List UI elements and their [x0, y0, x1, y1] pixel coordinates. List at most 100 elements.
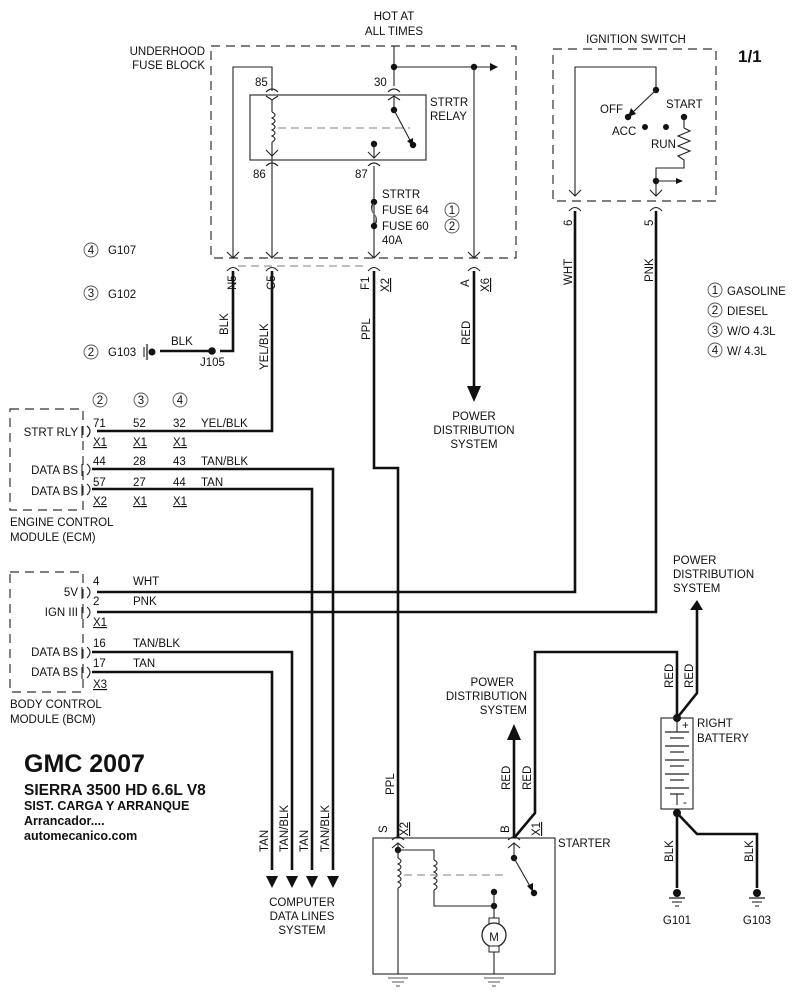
- pds-label-1-line2: DISTRIBUTION: [433, 425, 514, 437]
- pds-label-3-line3: SYSTEM: [673, 583, 720, 595]
- wire-label-blk-ground: BLK: [171, 336, 193, 348]
- wire-blk-g103: [676, 812, 759, 888]
- starter-pin-b: B: [500, 825, 512, 833]
- hot-label-line1: HOT AT: [374, 11, 414, 23]
- ground-note-2: 2: [88, 347, 94, 359]
- ignition-switch-outline: [552, 48, 717, 202]
- wire-label-blk-3: BLK: [744, 840, 756, 862]
- note-circle: [83, 242, 99, 258]
- wire-label-tan-blk-1: TAN/BLK: [279, 805, 291, 852]
- wire-label-wht: WHT: [563, 259, 575, 285]
- wire-bcm-tan-blk: [92, 650, 294, 870]
- title-website: automecanico.com: [24, 829, 137, 843]
- ignition-switch-internals: [568, 66, 692, 212]
- ground-icon: [388, 977, 408, 987]
- battery-cells: [665, 722, 689, 805]
- pds-label-2-line1: POWER: [471, 677, 514, 689]
- bcm-label-line2: MODULE (BCM): [10, 714, 96, 726]
- ecm-r3-conn-c: X1: [173, 496, 187, 508]
- battery-label-line1: RIGHT: [697, 718, 733, 730]
- starter-conn-x1: X1: [531, 822, 543, 836]
- title-system: SIST. CARGA Y ARRANQUE: [24, 799, 189, 813]
- fuse-block-pin-arrows: [226, 251, 481, 272]
- relay-coil-icon: [270, 111, 276, 143]
- bcm-row-ign-iii: IGN III: [45, 607, 78, 619]
- bcm-row-5v: 5V: [64, 587, 78, 599]
- splice-label: J105: [200, 357, 225, 369]
- ecm-label-line2: MODULE (ECM): [10, 532, 96, 544]
- starter-pin-s: S: [378, 825, 390, 833]
- relay-label-line2: RELAY: [430, 111, 467, 123]
- wire-label-ppl: PPL: [361, 318, 373, 340]
- ecm-r1-pin-c: 32: [173, 418, 186, 430]
- wire-label-yel-blk: YEL/BLK: [259, 323, 271, 370]
- cdl-label-line3: SYSTEM: [278, 925, 325, 937]
- starter-internals: M: [388, 836, 538, 987]
- title-model: SIERRA 3500 HD 6.6L V8: [24, 782, 206, 799]
- note-circle: [444, 218, 460, 234]
- ecm-connector-icon: [86, 483, 91, 496]
- cdl-label-line2: DATA LINES: [270, 911, 335, 923]
- wire-wht: [97, 211, 577, 594]
- ecm-r3-conn-a: X2: [93, 496, 107, 508]
- ecm-r2-pin-b: 28: [133, 456, 146, 468]
- starter-conn-x2: X2: [399, 822, 411, 836]
- ecm-row-data-bs-1: DATA BS: [31, 465, 78, 477]
- arrow-down-icon: [286, 876, 298, 888]
- bcm-r2-pin: 2: [93, 596, 99, 608]
- bcm-r4-wire: TAN: [133, 658, 155, 670]
- ground-g102: G102: [108, 289, 136, 301]
- fuse-note-2: 2: [449, 221, 455, 233]
- ecm-r2-wire: TAN/BLK: [201, 456, 248, 468]
- fuse-block-label-line1: UNDERHOOD: [130, 46, 205, 58]
- ignition-switch-label: IGNITION SWITCH: [586, 34, 686, 46]
- wire-label-blk: BLK: [219, 313, 231, 335]
- ground-g107: G107: [108, 245, 136, 257]
- bcm-r3-pin: 16: [93, 638, 106, 650]
- battery-plus: +: [682, 720, 689, 732]
- ign-pos-start: START: [666, 99, 703, 111]
- legend-num-1: 1: [712, 285, 718, 297]
- pds-label-3-line2: DISTRIBUTION: [673, 569, 754, 581]
- ecm-r2-pin-c: 43: [173, 456, 186, 468]
- ecm-label-line1: ENGINE CONTROL: [10, 517, 114, 529]
- bcm-connector-icon: [86, 646, 91, 659]
- ecm-r1-pin-b: 52: [133, 418, 146, 430]
- bcm-r1-pin: 4: [93, 576, 100, 588]
- connector-pin-f1: F1: [360, 277, 372, 290]
- bcm-r3-wire: TAN/BLK: [133, 638, 180, 650]
- relay-label-line1: STRTR: [430, 97, 468, 109]
- ecm-r1-wire: YEL/BLK: [201, 418, 248, 430]
- arrow-down-icon: [467, 386, 481, 402]
- wire-label-blk-2: BLK: [664, 840, 676, 862]
- legend: 1 GASOLINE 2 DIESEL 3 W/O 4.3L 4 W/ 4.3L: [707, 282, 786, 358]
- ecm-note-3: 3: [138, 395, 144, 407]
- bcm-row-data-bs-2: DATA BS: [31, 667, 78, 679]
- ign-pos-acc: ACC: [612, 126, 636, 138]
- ecm-connector-icon: [86, 463, 91, 476]
- wire-label-ppl-2: PPL: [385, 773, 397, 795]
- wire-red-battery: [513, 650, 679, 839]
- bcm-r2-conn: X1: [93, 617, 107, 629]
- wire-label-red-4: RED: [664, 664, 676, 688]
- wire-label-tan-2: TAN: [299, 830, 311, 852]
- ecm-r2-pin-a: 44: [93, 456, 106, 468]
- pds-label-2-line2: DISTRIBUTION: [446, 691, 527, 703]
- legend-num-2: 2: [712, 305, 718, 317]
- wire-pnk: [97, 211, 658, 614]
- pds-label-2-line3: SYSTEM: [480, 705, 527, 717]
- relay-internals: [232, 66, 417, 258]
- ecm-r1-conn-b: X1: [133, 437, 147, 449]
- bcm-outline: [9, 571, 84, 693]
- wire-bcm-tan: [92, 670, 274, 870]
- ground-icon: [669, 889, 685, 907]
- ground-g101: G101: [663, 915, 691, 927]
- fuse-line3: FUSE 60: [382, 221, 429, 233]
- bcm-connector-icon: [86, 606, 91, 619]
- ecm-r3-conn-b: X1: [133, 496, 147, 508]
- wire-label-tan-blk-2: TAN/BLK: [320, 805, 332, 852]
- bcm-connector-icon: [86, 586, 91, 599]
- fuse-block-label-line2: FUSE BLOCK: [132, 60, 205, 72]
- resistor-icon: [655, 127, 692, 196]
- cdl-label-line1: COMPUTER: [269, 897, 335, 909]
